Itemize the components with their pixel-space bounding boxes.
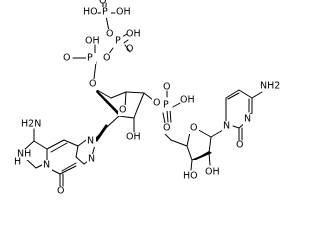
amino-label: NH2 — [260, 81, 280, 92]
hydroxyl-label: OH — [205, 167, 220, 178]
label-mask — [86, 136, 96, 147]
label-mask — [113, 36, 123, 47]
label-mask — [105, 29, 115, 40]
nitrogen-label: N — [87, 136, 94, 147]
label-mask — [162, 123, 172, 134]
phosphorus-label: P — [102, 7, 108, 18]
bond-layer — [23, 2, 263, 187]
oxygen-label: O — [103, 53, 110, 64]
label-mask — [222, 121, 232, 132]
oxygen-label: O — [57, 186, 64, 197]
hydroxyl-label: HO — [83, 7, 98, 18]
nitrogen-label: N — [223, 121, 230, 132]
label-mask — [86, 53, 96, 64]
oxygen-label: O — [163, 123, 170, 134]
label-mask — [101, 7, 111, 18]
oxygen-label: O — [153, 98, 160, 109]
label-mask — [102, 53, 112, 64]
oxygen-label: O — [106, 29, 113, 40]
label-mask — [118, 105, 128, 116]
hydrogen-label: H — [14, 157, 21, 168]
label-mask — [88, 79, 98, 90]
oxygen-label: O — [236, 140, 243, 151]
wedge-bonds — [95, 90, 212, 160]
oxygen-label: O — [63, 53, 70, 64]
oxygen-label: O — [190, 123, 197, 134]
atom-labels: P HO OH O O P OH O OH O P O O O O OH P O… — [14, 0, 280, 197]
phosphorus-label: P — [87, 53, 93, 64]
wedge-bond-c1 — [193, 151, 212, 160]
label-mask — [189, 123, 199, 134]
label-mask — [17, 149, 35, 160]
hydroxyl-label: OH — [126, 29, 141, 40]
oxygen-label: O — [89, 79, 96, 90]
nitrogen-label: N — [244, 114, 251, 125]
oxygen-label: O — [163, 82, 170, 93]
nitrogen-label: N — [88, 154, 95, 165]
hydroxyl-label: HO — [183, 171, 198, 182]
label-mask — [243, 114, 253, 125]
label-mask — [125, 132, 143, 143]
label-mask — [152, 98, 162, 109]
hydroxyl-label: OH — [85, 36, 100, 47]
hydroxyl-label: OH — [126, 132, 141, 143]
label-mask — [87, 154, 97, 165]
oxygen-label: O — [99, 0, 106, 7]
phosphorus-label: P — [163, 100, 169, 111]
amino-label: H2N — [21, 119, 41, 130]
label-mask — [162, 100, 172, 111]
phosphorus-label: P — [115, 36, 121, 47]
label-mask — [42, 160, 52, 171]
nh-label: NH — [17, 149, 31, 160]
oxygen-label: O — [126, 44, 133, 55]
wedge-bond-anomeric — [95, 124, 108, 142]
hydroxyl-label: OH — [116, 7, 131, 18]
structure-canvas: P HO OH O O P OH O OH O P O O O O OH P O… — [14, 0, 280, 197]
oxygen-label: O — [119, 105, 126, 116]
wedge-bond-c4 — [96, 90, 121, 116]
nitrogen-label: N — [43, 160, 50, 171]
hydroxyl-label: OH — [180, 95, 195, 106]
molecule-structure-diagram: P HO OH O O P OH O OH O P O O O O OH P O… — [14, 0, 281, 197]
